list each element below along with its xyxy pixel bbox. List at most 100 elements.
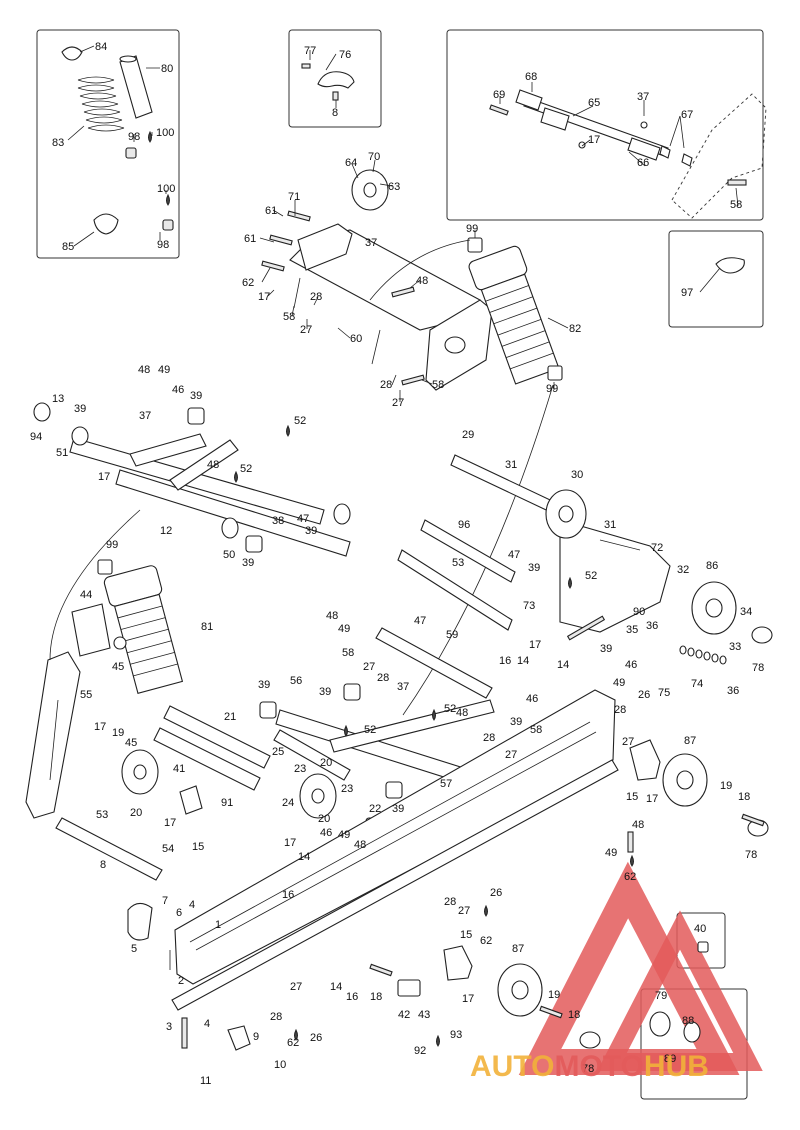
- label: 48: [207, 459, 219, 471]
- slide-rail: [169, 689, 619, 1011]
- rod-inset-parts: [489, 89, 767, 219]
- label: 24: [282, 797, 294, 809]
- wheel-20-left: [121, 749, 159, 795]
- label: 36: [727, 685, 739, 697]
- label: 17: [284, 837, 296, 849]
- label: 26: [638, 689, 650, 701]
- label: 55: [80, 689, 92, 701]
- label: 47: [508, 549, 520, 561]
- label: 81: [201, 621, 213, 633]
- label: 14: [517, 655, 529, 667]
- label: 28: [270, 1011, 282, 1023]
- inset-box-plate: [668, 230, 764, 328]
- label: 6: [176, 907, 182, 919]
- label: 25: [272, 746, 284, 758]
- rear-shock-81: [71, 559, 184, 694]
- label: 32: [677, 564, 689, 576]
- label: 58: [730, 199, 742, 211]
- label: 64: [345, 157, 357, 169]
- label: 33: [729, 641, 741, 653]
- label: 18: [370, 991, 382, 1003]
- label: 62: [624, 871, 636, 883]
- watermark-part2: MOTO: [554, 1050, 643, 1083]
- label: 49: [338, 829, 350, 841]
- label: 61: [265, 205, 277, 217]
- label: 20: [130, 807, 142, 819]
- label: 53: [96, 809, 108, 821]
- label: 87: [684, 735, 696, 747]
- label: 70: [368, 151, 380, 163]
- label: 39: [305, 525, 317, 537]
- label: 90: [633, 606, 645, 618]
- label: 39: [392, 803, 404, 815]
- label: 14: [298, 851, 310, 863]
- label: 99: [106, 539, 118, 551]
- label: 45: [112, 661, 124, 673]
- label: 52: [444, 703, 456, 715]
- label: 47: [297, 513, 309, 525]
- middle-arm-56: [55, 627, 495, 881]
- spring-inset-parts: [61, 46, 174, 235]
- label: 52: [240, 463, 252, 475]
- label: 99: [466, 223, 478, 235]
- watermark-part3: HUB: [644, 1050, 709, 1083]
- label: 100: [157, 183, 175, 195]
- label: 49: [613, 677, 625, 689]
- label: 7: [162, 895, 168, 907]
- label: 46: [526, 693, 538, 705]
- inset-box-rod: [446, 29, 764, 221]
- label: 27: [290, 981, 302, 993]
- wheel-86: [691, 581, 737, 635]
- label: 37: [365, 237, 377, 249]
- label: 11: [200, 1075, 211, 1087]
- label: 78: [582, 1063, 594, 1075]
- label: 58: [283, 311, 295, 323]
- label: 23: [341, 783, 353, 795]
- label: 78: [752, 662, 764, 674]
- label: 27: [300, 324, 312, 336]
- label: 83: [52, 137, 64, 149]
- label: 98: [157, 239, 169, 251]
- upper-mount-assembly: [261, 169, 493, 391]
- label: 15: [460, 929, 472, 941]
- label: 5: [131, 943, 137, 955]
- part-labels: 84 80 83 98 100 100 98 85 77 76 8 69 68 …: [30, 41, 764, 1087]
- label: 46: [320, 827, 332, 839]
- label: 17: [258, 291, 270, 303]
- label: 68: [525, 71, 537, 83]
- label: 27: [363, 661, 375, 673]
- label: 45: [125, 737, 137, 749]
- label: 37: [139, 410, 151, 422]
- label: 73: [523, 600, 535, 612]
- label: 75: [658, 687, 670, 699]
- label: 71: [288, 191, 300, 203]
- label: 27: [622, 736, 634, 748]
- label: 69: [493, 89, 505, 101]
- label: 37: [397, 681, 409, 693]
- label: 84: [95, 41, 107, 53]
- label: 49: [158, 364, 170, 376]
- label: 49: [338, 623, 350, 635]
- label: 31: [604, 519, 616, 531]
- label: 15: [192, 841, 204, 853]
- label: 20: [320, 757, 332, 769]
- label: 17: [462, 993, 474, 1005]
- label: 40: [694, 923, 706, 935]
- label: 39: [510, 716, 522, 728]
- label: 14: [330, 981, 342, 993]
- rear-frame-72: [397, 454, 671, 641]
- label: 62: [287, 1037, 299, 1049]
- label: 28: [614, 704, 626, 716]
- label: 67: [681, 109, 693, 121]
- label: 99: [546, 383, 558, 395]
- label: 31: [505, 459, 517, 471]
- label: 62: [480, 935, 492, 947]
- label: 52: [364, 724, 376, 736]
- label: 58: [342, 647, 354, 659]
- label: 61: [244, 233, 256, 245]
- label: 39: [600, 643, 612, 655]
- label: 37: [637, 91, 649, 103]
- label: 78: [745, 849, 757, 861]
- label: 42: [398, 1009, 410, 1021]
- label: 66: [637, 157, 649, 169]
